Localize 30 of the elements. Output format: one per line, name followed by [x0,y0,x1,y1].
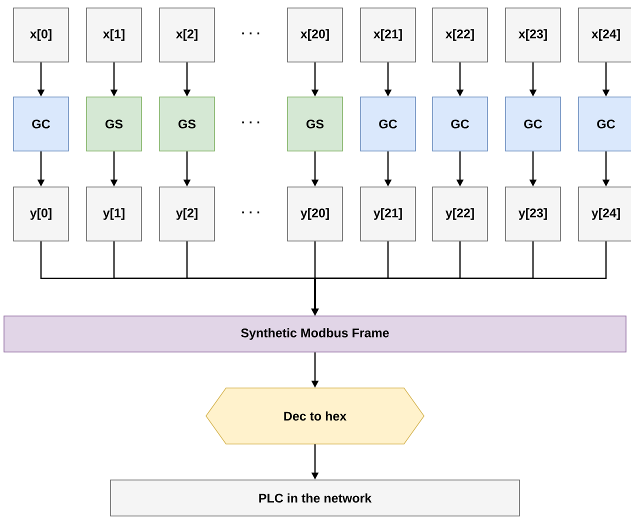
hexagon: Dec to hex [206,388,424,444]
square-box: y[21] [360,186,416,242]
square-box: x[22] [432,8,488,62]
gate-box: GS [159,96,215,152]
gate-box: GS [86,96,142,152]
gate-box: GC [432,96,488,152]
square-box: y[2] [159,186,215,242]
ellipsis: · · · [242,121,260,124]
square-box: x[24] [578,8,631,62]
ellipsis: · · · [242,32,260,34]
gate-box: GC [505,96,561,152]
frame-bar: Synthetic Modbus Frame [4,316,626,352]
square-box: x[1] [86,8,142,62]
square-box: y[1] [86,186,142,242]
square-box: y[20] [287,186,343,242]
square-box: x[23] [505,8,561,62]
gate-box: GS [287,96,343,152]
square-box: x[20] [287,8,343,62]
square-box: x[21] [360,8,416,62]
square-box: y[24] [578,186,631,242]
square-box: y[23] [505,186,561,242]
square-box: y[22] [432,186,488,242]
square-box: x[0] [13,8,69,62]
output-box: PLC in the network [110,480,520,516]
square-box: x[2] [159,8,215,62]
gate-box: GC [578,96,631,152]
gate-box: GC [360,96,416,152]
square-box: y[0] [13,186,69,242]
ellipsis: · · · [242,211,260,214]
gate-box: GC [13,96,69,152]
